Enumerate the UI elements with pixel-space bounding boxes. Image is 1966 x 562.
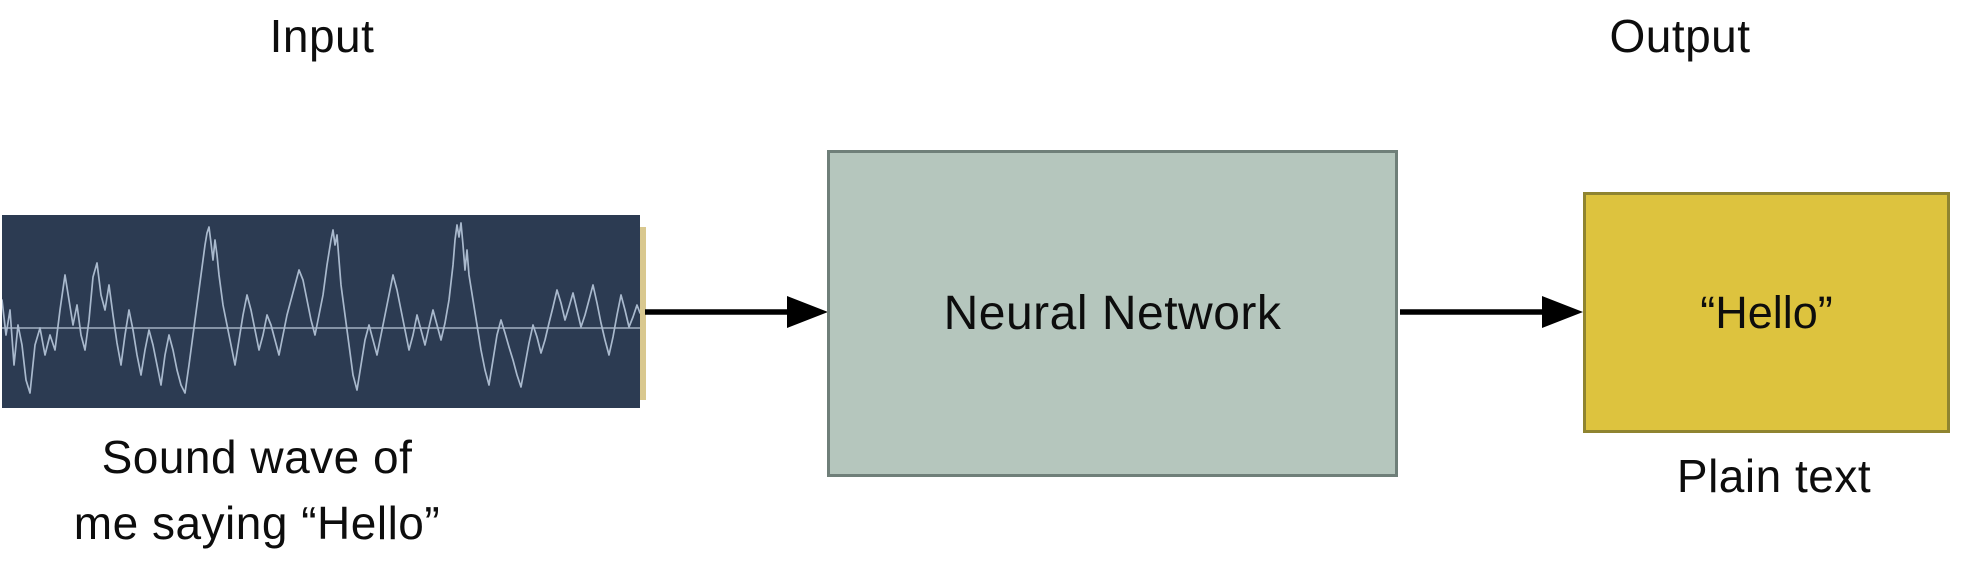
output-caption: Plain text bbox=[1676, 450, 1872, 502]
sound-wave-image bbox=[2, 215, 640, 408]
waveform-line bbox=[2, 222, 640, 394]
neural-network-label: Neural Network bbox=[943, 287, 1282, 340]
waveform-background bbox=[2, 215, 640, 408]
waveform-edge-strip bbox=[640, 227, 646, 400]
input-caption-line2: me saying “Hello” bbox=[73, 497, 441, 549]
input-caption-line1: Sound wave of bbox=[101, 431, 413, 483]
input-caption: Sound wave of me saying “Hello” bbox=[37, 424, 477, 556]
input-title: Input bbox=[269, 10, 375, 62]
waveform-icon bbox=[2, 215, 640, 408]
output-title: Output bbox=[1609, 10, 1751, 62]
neural-network-box: Neural Network bbox=[827, 150, 1398, 477]
arrow-head bbox=[1542, 296, 1583, 328]
arrow-right-icon bbox=[645, 296, 828, 328]
arrow-right-icon bbox=[1400, 296, 1583, 328]
arrow-head bbox=[787, 296, 828, 328]
output-hello-label: “Hello” bbox=[1700, 286, 1833, 338]
output-hello-box: “Hello” bbox=[1583, 192, 1950, 433]
